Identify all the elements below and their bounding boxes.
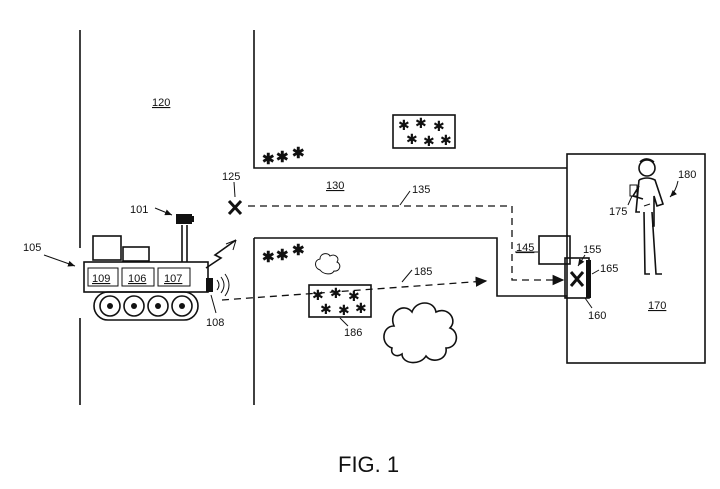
robot-module-107 — [157, 267, 191, 287]
path-upper-boundary — [253, 145, 567, 169]
person-figure — [629, 158, 665, 275]
target-x-mark — [569, 271, 585, 287]
label-155: 155 — [583, 244, 601, 256]
svg-text:✱: ✱ — [433, 118, 445, 134]
leader-186 — [339, 317, 349, 327]
leader-125 — [233, 181, 236, 198]
flower-bed-upper: ✱ ✱ ✱ ✱ ✱ ✱ — [392, 114, 456, 149]
label-170: 170 — [648, 300, 666, 312]
leader-108 — [210, 294, 217, 314]
label-165: 165 — [600, 263, 618, 275]
svg-text:✱: ✱ — [348, 288, 360, 304]
robot-wheels — [99, 295, 193, 317]
robot-camera-lens — [190, 216, 194, 222]
robot-cargo-box-a — [92, 235, 122, 261]
svg-text:✱: ✱ — [320, 301, 332, 317]
flower-bed-obstacle: ✱ ✱ ✱ ✱ ✱ ✱ — [308, 284, 372, 318]
leader-180 — [669, 180, 679, 198]
svg-text:✱: ✱ — [330, 285, 342, 301]
leader-160 — [584, 297, 593, 309]
asterisks-lower: ✱ ✱ ✱ — [262, 242, 305, 266]
robot-module-109 — [87, 267, 119, 287]
svg-text:✱: ✱ — [440, 132, 452, 148]
svg-text:✱: ✱ — [423, 133, 435, 149]
label-145: 145 — [516, 242, 534, 254]
label-120: 120 — [152, 97, 170, 109]
building-edge-box — [538, 235, 571, 265]
leader-101 — [154, 207, 173, 216]
asterisks-upper: ✱ ✱ ✱ — [262, 145, 305, 168]
robot-sensor — [206, 278, 213, 292]
robot-track — [93, 291, 199, 321]
label-130: 130 — [326, 180, 344, 192]
robot-cargo-box-b — [122, 246, 150, 262]
label-106: 106 — [128, 273, 146, 285]
svg-text:✱: ✱ — [292, 145, 305, 162]
label-185: 185 — [414, 266, 432, 278]
label-135: 135 — [412, 184, 430, 196]
svg-text:✱: ✱ — [415, 115, 427, 131]
start-x-mark — [227, 199, 243, 216]
label-109: 109 — [92, 273, 110, 285]
small-bush — [315, 253, 341, 275]
label-186: 186 — [344, 327, 362, 339]
sensor-waves — [216, 273, 230, 297]
path-lower-boundary — [254, 237, 567, 297]
label-105: 105 — [23, 242, 41, 254]
dashed-path-135 — [248, 205, 565, 286]
leader-135 — [399, 190, 411, 206]
leader-165 — [591, 269, 600, 275]
robot-module-106 — [121, 267, 155, 287]
svg-text:✱: ✱ — [338, 302, 350, 318]
label-160: 160 — [588, 310, 606, 322]
leader-105 — [43, 254, 76, 267]
leader-175 — [627, 195, 633, 206]
leader-155 — [577, 254, 586, 267]
svg-text:✱: ✱ — [312, 287, 324, 303]
svg-text:✱: ✱ — [276, 149, 289, 166]
svg-text:✱: ✱ — [355, 300, 367, 316]
dashed-path-185 — [221, 276, 488, 301]
svg-text:✱: ✱ — [398, 117, 410, 133]
svg-text:✱: ✱ — [406, 131, 418, 147]
svg-text:✱: ✱ — [292, 242, 305, 259]
label-108: 108 — [206, 317, 224, 329]
delivery-robot — [83, 214, 237, 321]
label-180: 180 — [678, 169, 696, 181]
large-bush — [383, 302, 458, 364]
label-125: 125 — [222, 171, 240, 183]
figure-caption: FIG. 1 — [338, 452, 399, 477]
svg-text:✱: ✱ — [262, 151, 275, 168]
label-101: 101 — [130, 204, 148, 216]
leader-185 — [401, 269, 413, 283]
robot-camera — [176, 214, 192, 224]
label-107: 107 — [164, 273, 182, 285]
label-175: 175 — [609, 206, 627, 218]
svg-text:✱: ✱ — [276, 247, 289, 264]
door-panel — [586, 260, 591, 298]
svg-text:✱: ✱ — [262, 249, 275, 266]
wireless-lightning — [205, 239, 237, 269]
